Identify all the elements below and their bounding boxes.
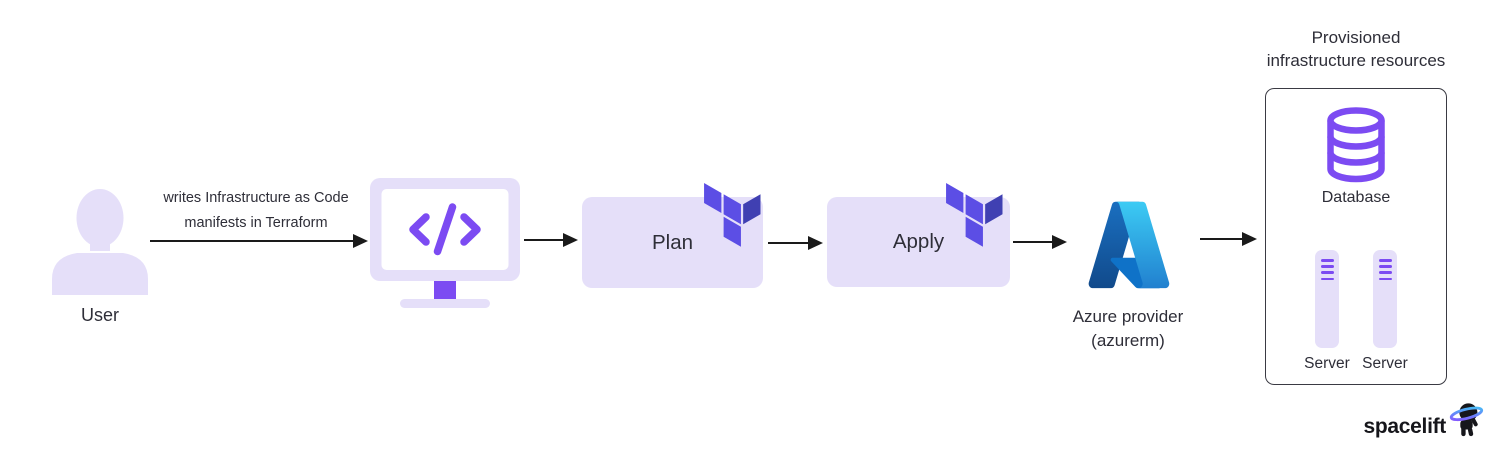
server-slot-line (1378, 265, 1392, 268)
database-icon (1327, 107, 1385, 183)
plan-step-box: Plan (582, 183, 763, 288)
server-icon (1373, 250, 1397, 348)
flow-caption-line1: writes Infrastructure as Code (163, 190, 349, 206)
arrow-editor-to-plan (524, 232, 578, 248)
arrow-apply-to-azure (1013, 234, 1067, 250)
flow-caption: writes Infrastructure as Code manifests … (140, 186, 372, 236)
azure-provider-label-line2: (azurerm) (1091, 331, 1165, 350)
server-label: Server (1304, 355, 1350, 372)
plan-step-label: Plan (651, 230, 694, 254)
spacelift-wordmark: spacelift (1363, 415, 1447, 438)
arrowhead-icon (1052, 235, 1067, 249)
server-slot-line (1320, 265, 1334, 268)
user-label: User (80, 305, 119, 325)
server-label: Server (1362, 355, 1408, 372)
database-label: Database (1321, 189, 1391, 206)
flow-caption-line2: manifests in Terraform (184, 215, 328, 231)
spacelift-astronaut-icon (1449, 403, 1484, 437)
server-slot-line (1378, 277, 1392, 281)
server-icon (1315, 250, 1339, 348)
server-slot-line (1320, 277, 1334, 281)
user-icon (52, 189, 148, 295)
code-glyph-icon (409, 203, 481, 256)
terraform-logo-icon (704, 183, 761, 247)
code-editor-monitor-icon (370, 178, 520, 308)
arrow-shaft (1200, 237, 1246, 241)
azure-provider-label: Azure provider (azurerm) (1058, 305, 1198, 353)
apply-step-label: Apply (892, 230, 945, 253)
azure-logo-icon (1088, 201, 1170, 289)
arrow-azure-to-resources (1200, 231, 1257, 247)
arrow-plan-to-apply (768, 235, 823, 251)
apply-step-box: Apply (827, 183, 1010, 287)
arrow-shaft (150, 239, 357, 243)
arrow-user-to-editor (150, 233, 368, 249)
provisioned-resources-title: Provisioned infrastructure resources (1246, 26, 1466, 72)
server-slot-line (1320, 259, 1334, 262)
server-slot-line (1320, 271, 1334, 274)
arrowhead-icon (808, 236, 823, 250)
server-slot-line (1378, 271, 1392, 274)
provisioned-resources-title-line2: infrastructure resources (1266, 51, 1446, 70)
arrow-shaft (524, 238, 567, 242)
arrowhead-icon (353, 234, 368, 248)
arrowhead-icon (563, 233, 578, 247)
terraform-logo-icon (946, 183, 1003, 247)
arrow-shaft (1013, 240, 1056, 244)
azure-provider-label-line1: Azure provider (1072, 307, 1184, 326)
server-slot-line (1378, 259, 1392, 262)
arrowhead-icon (1242, 232, 1257, 246)
provisioned-resources-title-line1: Provisioned (1311, 28, 1401, 47)
arrow-shaft (768, 241, 812, 245)
